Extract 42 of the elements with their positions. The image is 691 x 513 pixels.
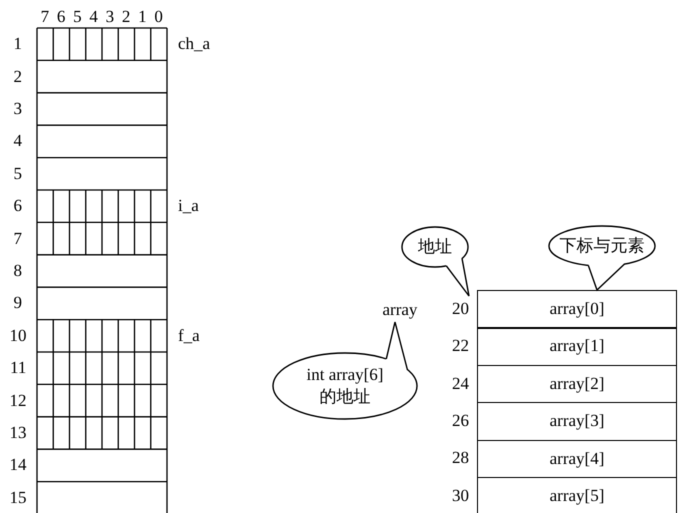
row-number: 2: [14, 66, 22, 87]
row-number: 15: [10, 488, 26, 508]
row-number: 3: [14, 99, 22, 119]
bit-number: 6: [56, 7, 66, 27]
variable-label: ch_a: [178, 34, 210, 54]
array-cell: array[3]: [477, 402, 677, 441]
address-label: 20: [452, 298, 469, 319]
bit-number: 1: [138, 7, 147, 27]
bit-number: 5: [73, 7, 82, 27]
bubble-text: 地址: [417, 236, 453, 258]
bit-number: 7: [40, 7, 50, 27]
address-label: 22: [452, 336, 469, 356]
row-number: 13: [10, 423, 26, 443]
array-cell: array[4]: [477, 440, 677, 478]
bubble-text: int array[6] 的地址: [306, 364, 384, 408]
bit-number: 2: [122, 7, 130, 27]
array-cell: array[0]: [477, 290, 677, 329]
bit-number: 4: [89, 7, 98, 27]
address-label: 28: [452, 448, 469, 468]
variable-label: i_a: [178, 196, 199, 216]
pointer-label: array: [382, 300, 418, 320]
row-number: 8: [14, 261, 22, 281]
address-label: 30: [452, 486, 469, 506]
bit-number: 0: [154, 7, 163, 27]
row-number: 10: [10, 326, 26, 346]
row-number: 9: [14, 293, 22, 314]
row-number: 4: [14, 131, 22, 152]
array-cell: array[5]: [477, 477, 677, 513]
row-number: 1: [14, 34, 22, 54]
array-cell: array[1]: [477, 327, 677, 366]
variable-label: f_a: [178, 326, 200, 346]
row-number: 11: [10, 358, 26, 378]
address-label: 24: [452, 374, 469, 394]
bubble-text: 下标与元素: [558, 235, 646, 257]
row-number: 5: [14, 164, 22, 184]
bit-number: 3: [106, 7, 114, 27]
address-label: 26: [452, 410, 469, 431]
row-number: 7: [14, 228, 22, 249]
row-number: 14: [10, 455, 26, 476]
array-cell: array[2]: [477, 364, 677, 404]
row-number: 6: [14, 196, 22, 216]
row-number: 12: [10, 390, 26, 411]
